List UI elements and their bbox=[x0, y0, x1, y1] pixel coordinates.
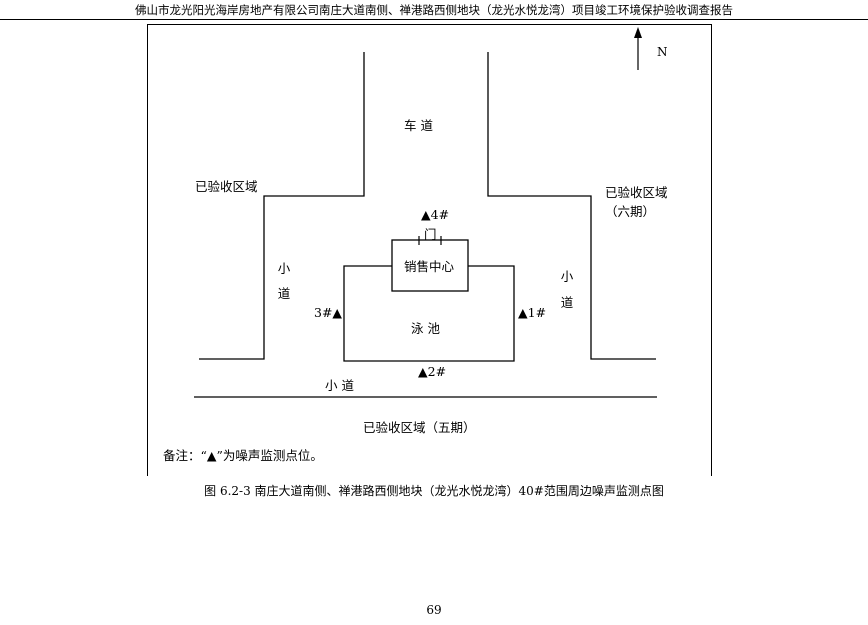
zone-right-phase-label: （六期） bbox=[605, 204, 656, 219]
monitoring-point-3: 3#▲ bbox=[314, 305, 343, 320]
bottom-path-label: 小 道 bbox=[325, 378, 354, 393]
figure-caption: 图 6.2-3 南庄大道南侧、禅港路西侧地块（龙光水悦龙湾）40#范围周边噪声监… bbox=[204, 484, 664, 498]
zone-bottom-label: 已验收区域（五期） bbox=[363, 420, 476, 435]
legend-note: 备注：“▲”为噪声监测点位。 bbox=[163, 448, 323, 463]
header-rule bbox=[0, 19, 868, 20]
door-label: 门 bbox=[424, 227, 437, 242]
sales-center-building bbox=[391, 239, 469, 292]
north-label: N bbox=[657, 45, 668, 59]
document-header: 佛山市龙光阳光海岸房地产有限公司南庄大道南侧、禅港路西侧地块（龙光水悦龙湾）项目… bbox=[135, 3, 733, 17]
sales-center-label: 销售中心 bbox=[404, 259, 455, 274]
road-label: 车 道 bbox=[404, 118, 433, 133]
monitoring-point-4: ▲4# bbox=[421, 207, 450, 222]
zone-left-label: 已验收区域 bbox=[195, 179, 258, 194]
figure-frame bbox=[147, 24, 712, 476]
right-path-label-1: 小 bbox=[560, 269, 574, 284]
monitoring-point-2: ▲2# bbox=[418, 364, 447, 379]
right-path-label-2: 道 bbox=[560, 295, 574, 310]
north-arrow-icon bbox=[634, 27, 642, 70]
door-marks bbox=[418, 236, 442, 245]
left-road-boundary bbox=[199, 52, 365, 360]
left-path-label-2: 道 bbox=[277, 286, 291, 301]
left-path-label-1: 小 bbox=[277, 261, 291, 276]
monitoring-point-1: ▲1# bbox=[518, 305, 547, 320]
page-number: 69 bbox=[426, 603, 442, 617]
pool-outline bbox=[343, 265, 515, 362]
zone-right-label: 已验收区域 bbox=[605, 185, 668, 200]
pool-label: 泳 池 bbox=[411, 321, 440, 336]
right-road-boundary bbox=[487, 52, 656, 360]
